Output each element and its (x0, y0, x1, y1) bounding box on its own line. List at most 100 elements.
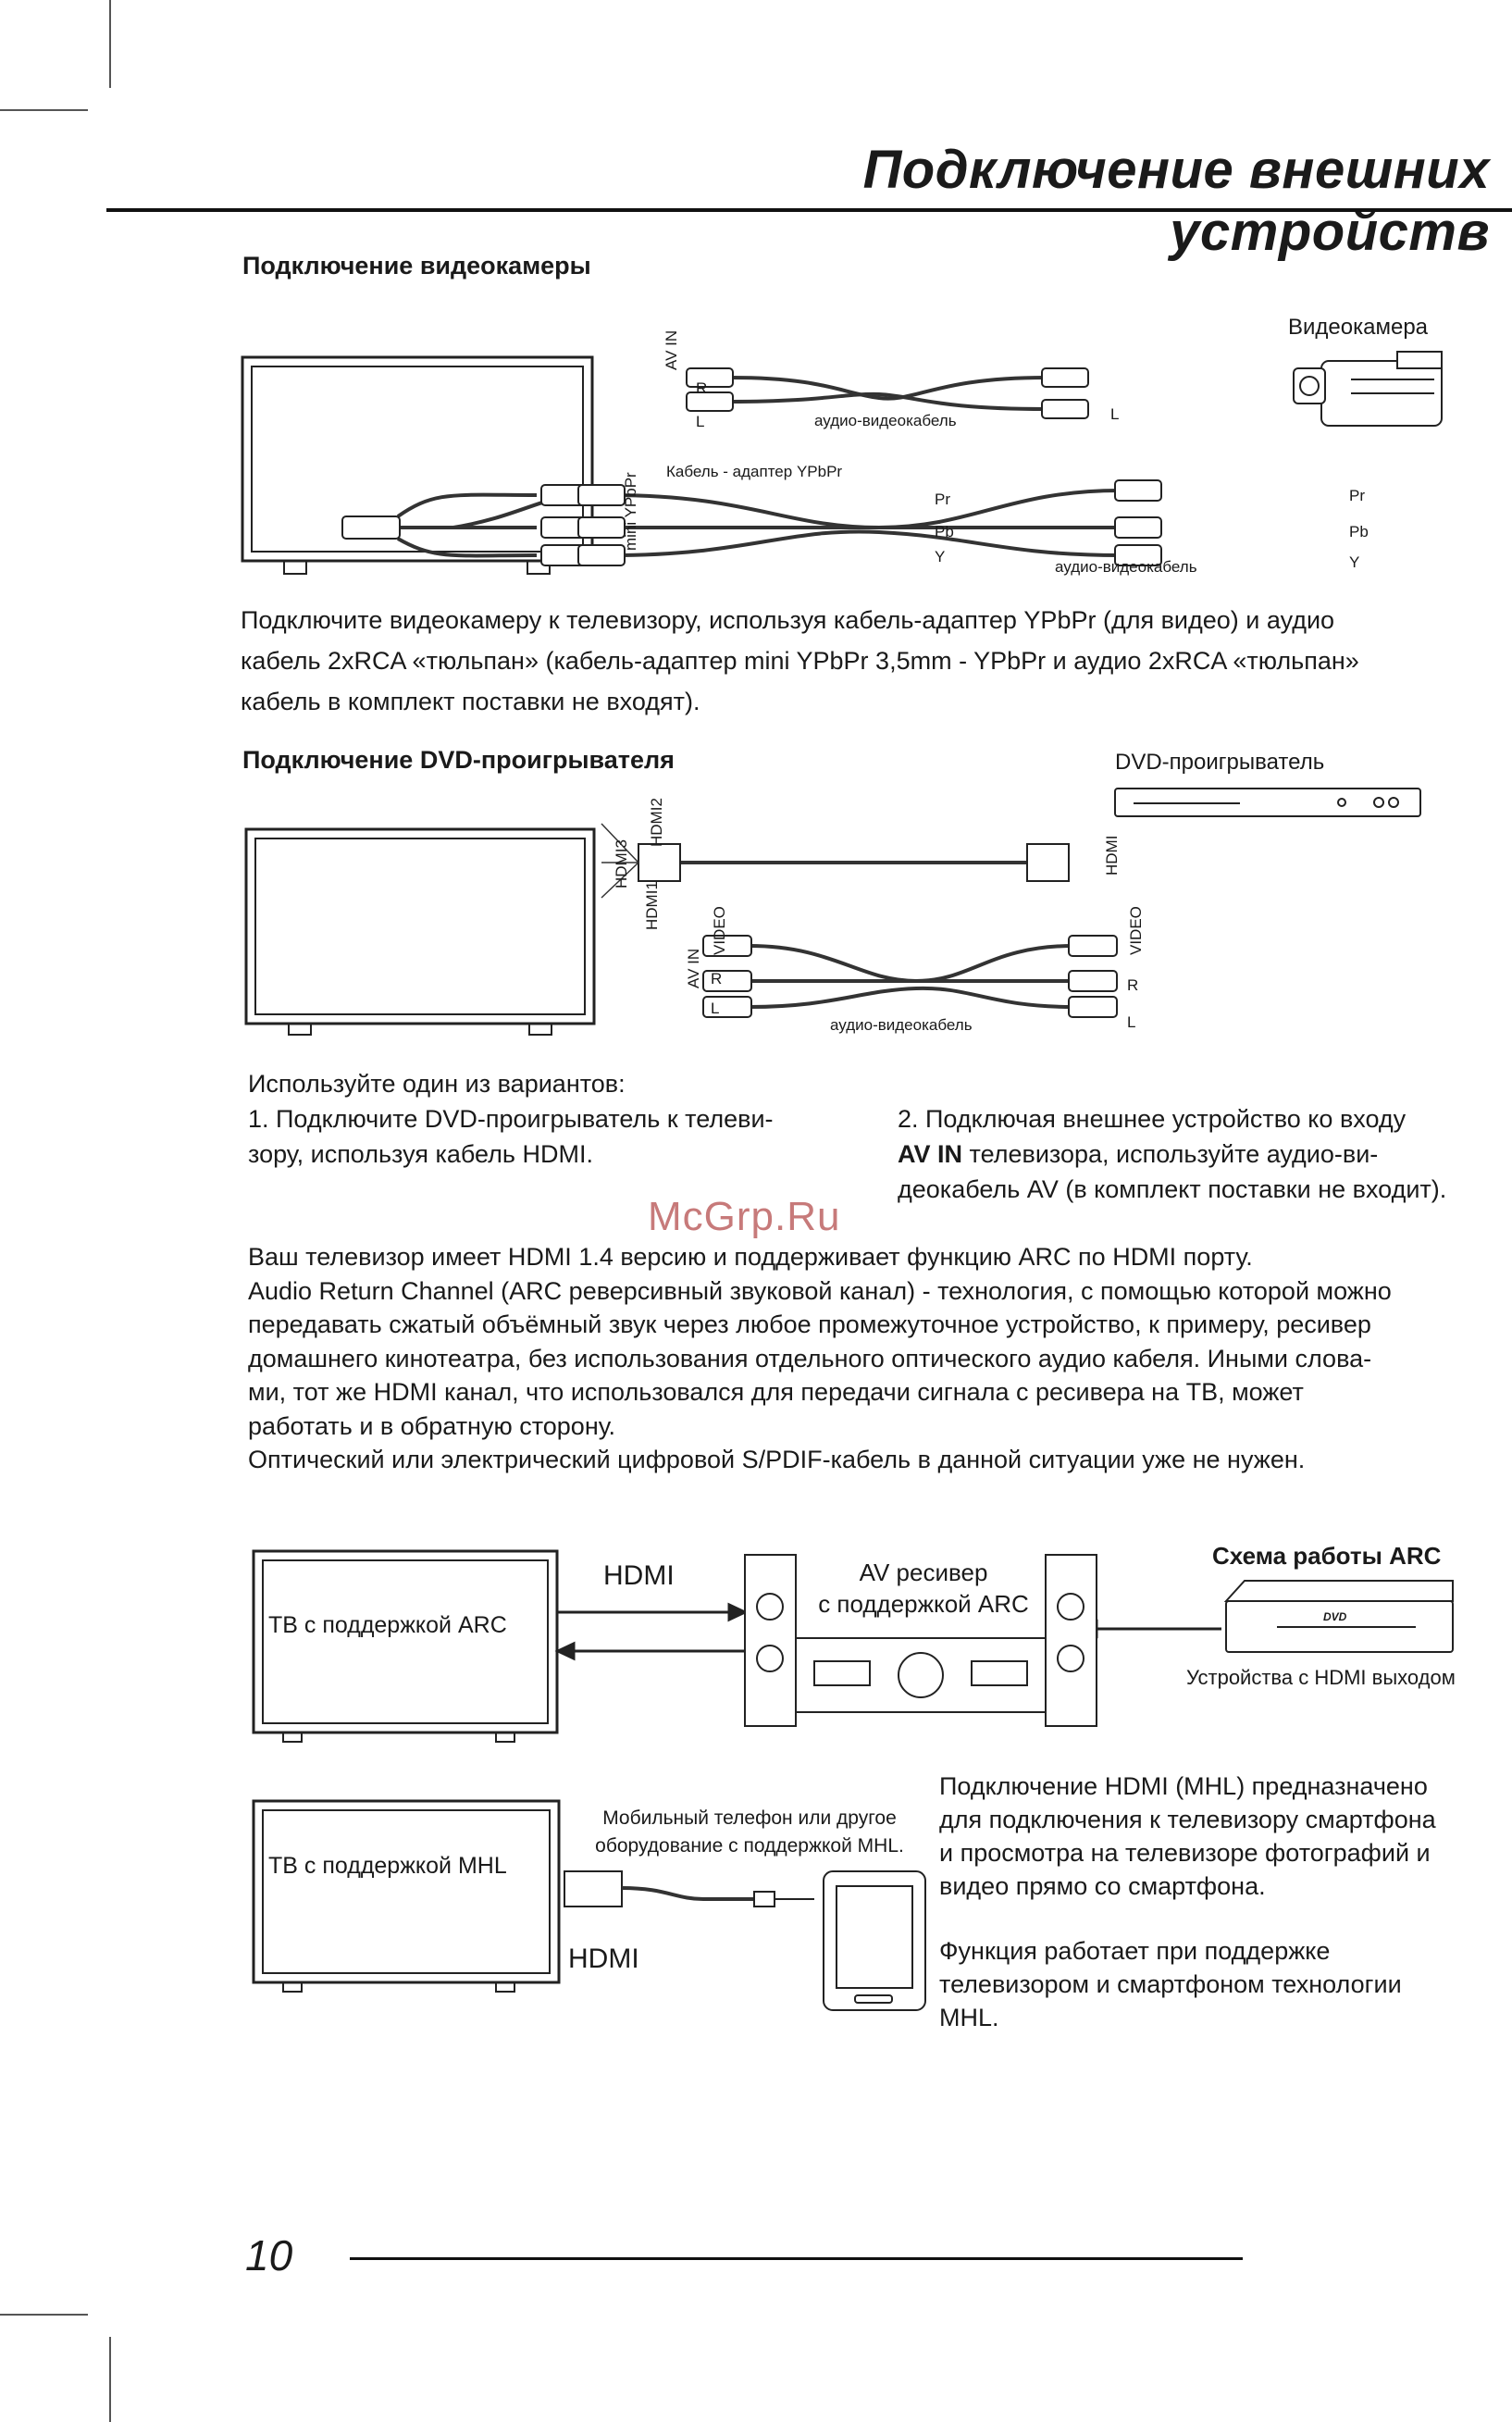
text-line: оборудование с поддержкой MHL. (595, 1835, 904, 1857)
dvd-diagram (244, 788, 1421, 1036)
text-line: видео прямо со смартфона. (939, 1872, 1266, 1900)
tv-screen (254, 838, 586, 1015)
tv-frame (252, 1799, 561, 1984)
dvd-option1: 1. Подключите DVD-проигрыватель к телеви… (248, 1101, 859, 1172)
hdmi-cable (601, 823, 1070, 899)
text-line: кабель 2xRCA «тюльпан» (кабель-адаптер m… (241, 647, 1359, 675)
label-hdmi1: HDMI1 (643, 881, 661, 930)
text-line: и просмотра на телевизоре фотографий и (939, 1839, 1431, 1867)
text-line: Ваш телевизор имеет HDMI 1.4 версию и по… (248, 1243, 1253, 1271)
tv-screen (262, 1559, 549, 1724)
label-av-in: AV IN (685, 948, 702, 988)
arc-hdmi-label: HDMI (603, 1560, 675, 1591)
tv-foot (288, 1023, 312, 1036)
label-pr: Pr (935, 491, 950, 508)
text-line: домашнего кинотеатра, без использования … (248, 1344, 1372, 1372)
dvd-label: DVD-проигрыватель (1115, 750, 1325, 775)
camcorder-diagram (241, 351, 1443, 575)
label-video: VIDEO (1127, 906, 1145, 955)
rca-plug (686, 367, 1089, 419)
header-rule (106, 208, 1512, 212)
arc-paragraph: Ваш телевизор имеет HDMI 1.4 версию и по… (248, 1240, 1499, 1477)
text-line: для подключения к телевизору смартфона (939, 1806, 1436, 1833)
dvd-logo: DVD (1323, 1610, 1347, 1623)
text-line: кабель в комплект поставки не входят). (241, 688, 700, 715)
text-line: ми, тот же HDMI канал, что использовался… (248, 1378, 1304, 1406)
text-line: AV IN телевизора, используйте аудио-ви- (898, 1136, 1508, 1172)
tv-foot (527, 560, 551, 575)
receiver-label: AV ресивер с поддержкой ARC (803, 1557, 1044, 1620)
label-y: Y (935, 548, 946, 565)
rca-plug (702, 935, 1118, 1018)
label-l: L (1110, 405, 1120, 423)
tv-foot (495, 1981, 515, 1993)
av-cable (749, 944, 1074, 1009)
label-audio-cable: аудио-видеокабель (814, 412, 957, 429)
tv-foot (283, 560, 307, 575)
label-hdmi3: HDMI3 (613, 839, 630, 888)
page-title: Подключение внешних устройств (862, 140, 1490, 262)
text-line: с поддержкой ARC (818, 1590, 1029, 1618)
text-line: работать и в обратную сторону. (248, 1411, 616, 1440)
label-r: R (711, 970, 723, 987)
label-r: R (1127, 976, 1139, 994)
label-adapter: Кабель - адаптер YPbPr (666, 463, 843, 480)
tv-screen (262, 1809, 551, 1974)
dvd-intro: Используйте один из вариантов: (248, 1070, 626, 1098)
text-line: зору, используя кабель HDMI. (248, 1140, 593, 1168)
speaker-icon (744, 1554, 1097, 1727)
crop-mark (109, 0, 111, 88)
text-line: передавать сжатый объёмный звук через лю… (248, 1310, 1371, 1338)
av-in-bold: AV IN (898, 1140, 963, 1168)
mhl-cable (564, 1870, 814, 1907)
dvd-player-icon (1114, 788, 1421, 817)
text-line: Мобильный телефон или другое (602, 1807, 897, 1829)
camcorder-heading: Подключение видеокамеры (242, 252, 591, 279)
label-video: VIDEO (711, 906, 728, 955)
ypbpr-cable (361, 489, 1121, 558)
dvd-heading: Подключение DVD-проигрывателя (242, 746, 675, 774)
crop-mark (0, 109, 88, 111)
text-line: 2. Подключая внешнее устройство ко входу (898, 1105, 1407, 1133)
label-audio-cable: аудио-видеокабель (1055, 558, 1197, 576)
text-line: AV ресивер (859, 1559, 988, 1586)
text-line: MHL. (939, 2004, 999, 2031)
tv-foot (282, 1732, 303, 1743)
crop-mark (0, 2314, 88, 2316)
text-line: Подключение HDMI (MHL) предназначено (939, 1772, 1428, 1800)
watermark: McGrp.Ru (648, 1194, 841, 1239)
footer-rule (350, 2257, 1243, 2260)
dvd-option2: 2. Подключая внешнее устройство ко входу… (898, 1101, 1508, 1207)
label-l: L (711, 1000, 720, 1017)
label-mini-ypbpr: mini YPbPr (622, 472, 639, 551)
text-line: Audio Return Channel (ARC реверсивный зв… (248, 1276, 1392, 1305)
hdmi-arrows (554, 1602, 1221, 1661)
arc-tv-label: ТВ с поддержкой ARC (268, 1612, 507, 1638)
tv-frame (241, 355, 594, 563)
mhl-hdmi-label: HDMI (568, 1944, 639, 1974)
label-pr: Pr (1349, 487, 1365, 504)
text-line: Оптический или электрический цифровой S/… (248, 1446, 1306, 1473)
text-line: телевизором и смартфоном технологии (939, 1970, 1402, 1998)
text-line: Подключите видеокамеру к телевизору, исп… (241, 606, 1335, 634)
tv-frame (244, 827, 596, 1025)
camcorder-icon (1293, 351, 1443, 427)
label-hdmi2: HDMI2 (648, 798, 665, 847)
source-device-icon (1223, 1580, 1454, 1653)
page-number: 10 (245, 2231, 293, 2279)
scheme-title: Схема работы ARC (1212, 1542, 1442, 1570)
text-line: деокабель AV (в комплект поставки не вхо… (898, 1175, 1447, 1203)
mhl-diagram (252, 1799, 926, 2011)
label-l: L (696, 413, 705, 430)
camcorder-label: Видеокамера (1288, 315, 1429, 340)
text-line: Функция работает при поддержке (939, 1937, 1331, 1965)
text-span: телевизора, используйте аудио-ви- (962, 1140, 1379, 1168)
label-hdmi: HDMI (1103, 835, 1121, 876)
audio-cable (730, 376, 1047, 411)
tv-foot (282, 1981, 303, 1993)
label-r: R (696, 379, 708, 397)
source-label: Устройства с HDMI выходом (1186, 1666, 1456, 1689)
arc-diagram (252, 1549, 1454, 1743)
mhl-tv-label: ТВ с поддержкой MHL (268, 1853, 507, 1879)
text-line: 1. Подключите DVD-проигрыватель к телеви… (248, 1105, 774, 1133)
